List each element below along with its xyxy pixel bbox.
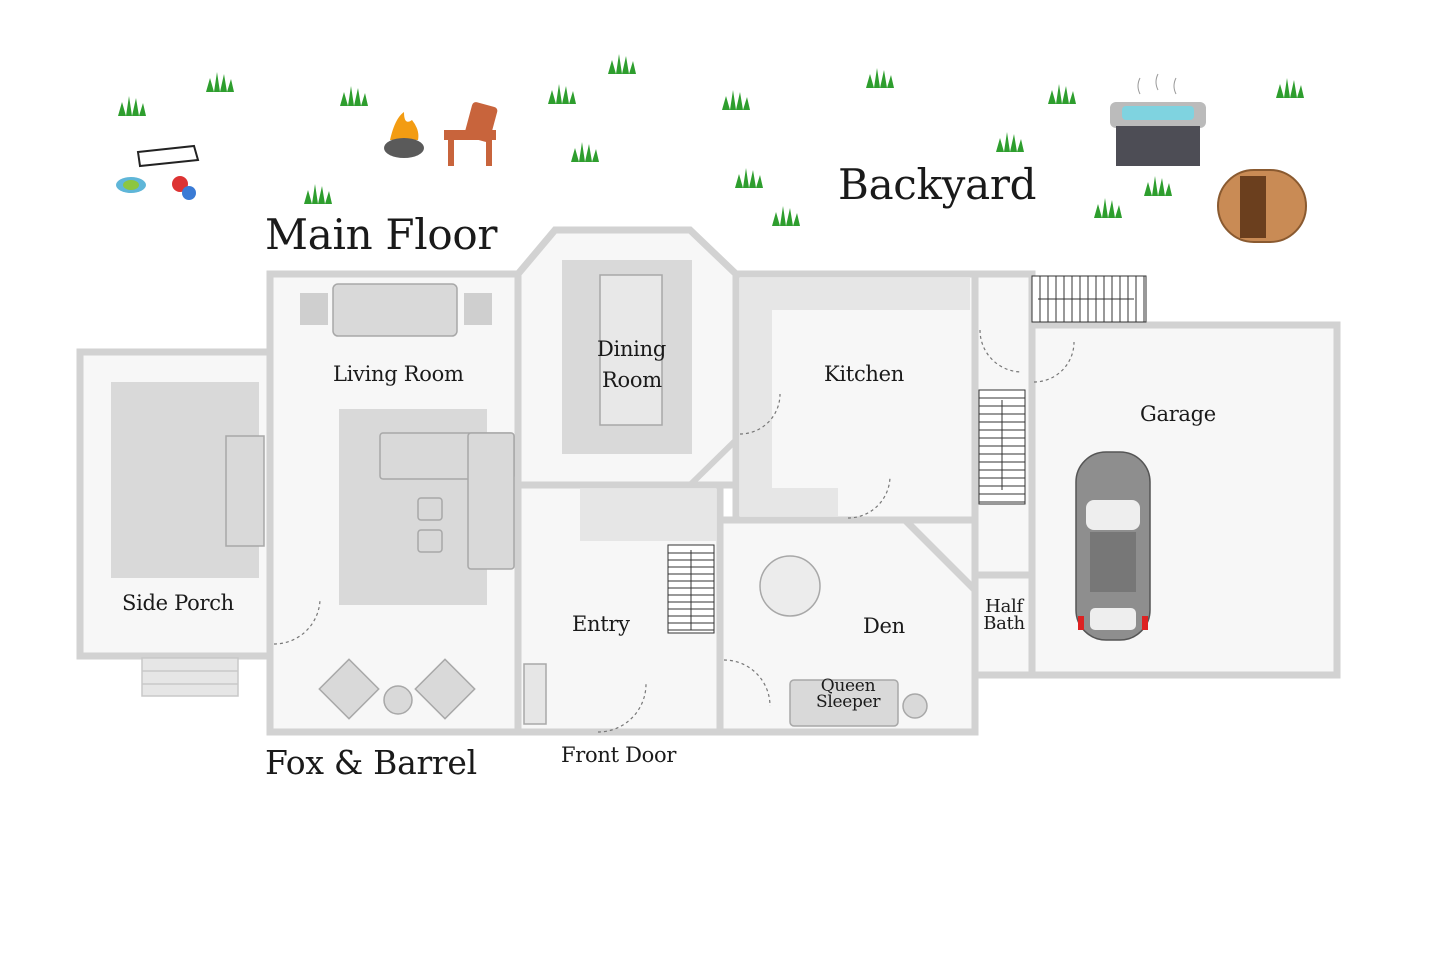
- door-swing: [723, 659, 771, 707]
- side-table: [383, 685, 413, 715]
- front-door-label: Front Door: [561, 743, 677, 767]
- door-swing: [979, 329, 1023, 373]
- grass-group: [118, 54, 1304, 226]
- grass-icon: [1094, 198, 1122, 218]
- property-name: Fox & Barrel: [265, 743, 477, 782]
- stairs-icon: [667, 275, 1147, 634]
- kitchen-room: [732, 270, 979, 524]
- half-bath-line-1: Half: [985, 596, 1023, 617]
- adirondack-chair-icon: [444, 102, 498, 166]
- dining-room-label-2: Room: [602, 368, 662, 392]
- kitchen-counter: [772, 488, 838, 516]
- entry-bench: [523, 663, 547, 725]
- grass-icon: [304, 184, 332, 204]
- door-swing: [1033, 341, 1075, 383]
- end-table: [300, 293, 328, 325]
- hot-tub-icon: [1110, 73, 1206, 166]
- queen-sleeper-line-1: Queen: [820, 676, 876, 696]
- kitchen-counter: [740, 310, 772, 516]
- garage-label: Garage: [1140, 402, 1216, 426]
- porch-loveseat: [225, 435, 265, 547]
- pickleball-icon: [116, 176, 196, 200]
- armchair: [318, 658, 380, 720]
- grass-icon: [608, 54, 636, 74]
- door-swing: [739, 393, 781, 435]
- grass-icon: [722, 90, 750, 110]
- grass-icon: [118, 96, 146, 116]
- end-table: [464, 293, 492, 325]
- ottoman: [417, 529, 443, 553]
- armchair: [414, 658, 476, 720]
- queen-sleeper: [789, 679, 899, 727]
- grass-icon: [996, 132, 1024, 152]
- half-bath-line-2: Bath: [983, 613, 1025, 635]
- backyard-title: Backyard: [838, 160, 1037, 209]
- grass-icon: [735, 168, 763, 188]
- sofa: [332, 283, 458, 337]
- grass-icon: [866, 68, 894, 88]
- grass-icon: [206, 72, 234, 92]
- door-swing: [847, 475, 891, 519]
- den-table: [759, 555, 821, 617]
- grass-icon: [340, 86, 368, 106]
- den-label: Den: [863, 614, 905, 638]
- ottoman: [417, 497, 443, 521]
- entry-label: Entry: [572, 612, 630, 636]
- cornhole-icon: [136, 144, 200, 168]
- grass-icon: [548, 84, 576, 104]
- door-swing: [597, 683, 647, 733]
- kitchen-label: Kitchen: [824, 362, 904, 386]
- queen-sleeper-line-2: Sleeper: [816, 692, 881, 713]
- side-table: [902, 693, 928, 719]
- car-icon: [1075, 451, 1151, 641]
- grass-icon: [772, 206, 800, 226]
- door-swing: [273, 599, 321, 645]
- porch-steps: [141, 657, 239, 697]
- fire-pit-icon: [384, 112, 424, 158]
- side-porch-label: Side Porch: [122, 591, 234, 615]
- half-bath-room: [971, 571, 1036, 679]
- sectional-sofa: [467, 432, 515, 570]
- grass-icon: [1276, 78, 1304, 98]
- kitchen-counter: [740, 278, 970, 310]
- barrel-sauna-icon: [1217, 169, 1307, 243]
- entry-bench: [580, 489, 716, 541]
- grass-icon: [1144, 176, 1172, 196]
- grass-icon: [571, 142, 599, 162]
- main-floor-title: Main Floor: [265, 210, 498, 259]
- dining-room-label-1: Dining: [597, 337, 666, 361]
- dining-table: [599, 274, 663, 426]
- living-room-label: Living Room: [333, 362, 464, 386]
- grass-icon: [1048, 84, 1076, 104]
